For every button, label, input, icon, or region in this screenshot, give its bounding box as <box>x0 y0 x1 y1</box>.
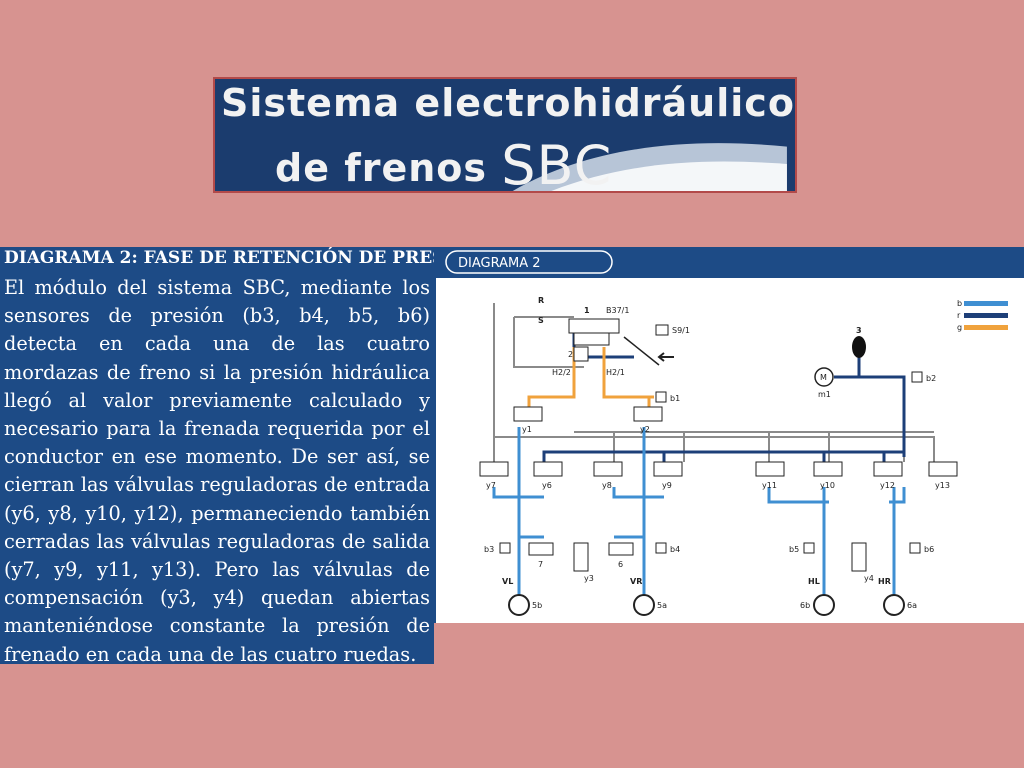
label-y2: y2 <box>640 425 650 434</box>
description-body: El módulo del sistema SBC, mediante los … <box>4 276 430 664</box>
valve-y4 <box>851 542 867 572</box>
banner-swoosh-graphic <box>512 143 787 191</box>
valve-y8 <box>593 461 623 477</box>
diagram-tab-label: DIAGRAMA 2 <box>458 256 541 271</box>
label-3: 3 <box>856 326 862 335</box>
banner-title-line2: de frenos SBC <box>275 131 613 193</box>
valve-y11 <box>755 461 785 477</box>
pump-motor: M <box>814 367 834 387</box>
description-heading: DIAGRAMA 2: FASE DE RETENCIÓN DE PRESIÓN… <box>4 248 434 268</box>
hydraulic-diagram: DIAGRAMA 2 b r g <box>436 250 1024 623</box>
master-cylinder <box>568 318 674 366</box>
label-6a: 6a <box>907 601 917 610</box>
diagram-legend: b r g <box>957 299 1008 332</box>
label-y9: y9 <box>662 481 672 490</box>
legend-swatch-darkblue <box>964 313 1008 318</box>
pressure-sensors <box>499 371 923 554</box>
legend-label-b: b <box>957 299 962 308</box>
wheel-6b <box>813 594 835 616</box>
diagram-tab <box>445 250 613 274</box>
label-5b: 5b <box>532 601 542 610</box>
label-5a: 5a <box>657 601 667 610</box>
description-panel: DIAGRAMA 2: FASE DE RETENCIÓN DE PRESIÓN… <box>0 247 434 664</box>
label-y4: y4 <box>864 574 874 583</box>
title-banner: Sistema electrohidráulico de frenos SBC <box>213 77 797 193</box>
sensor-b5 <box>803 542 815 554</box>
label-1: 1 <box>584 306 590 315</box>
wheel-brakes <box>508 594 905 616</box>
label-y3: y3 <box>584 574 594 583</box>
label-7: 7 <box>538 560 543 569</box>
label-y12: y12 <box>880 481 895 490</box>
sensor-b2 <box>911 371 923 383</box>
diagram-panel: DIAGRAMA 2 b r g <box>434 247 1024 623</box>
label-y6: y6 <box>542 481 552 490</box>
wheel-5b <box>508 594 530 616</box>
valves <box>479 406 958 572</box>
wheel-5a <box>633 594 655 616</box>
valve-y1 <box>513 406 543 422</box>
label-HL: HL <box>808 577 820 586</box>
banner-title-line2-prefix: de frenos <box>275 146 502 190</box>
label-VR: VR <box>630 577 642 586</box>
label-y10: y10 <box>820 481 835 490</box>
label-y1: y1 <box>522 425 532 434</box>
label-R: R <box>538 296 544 305</box>
label-b1: b1 <box>670 394 680 403</box>
label-b4: b4 <box>670 545 680 554</box>
label-HR: HR <box>878 577 891 586</box>
valve-y9 <box>653 461 683 477</box>
label-b6: b6 <box>924 545 934 554</box>
valve-y3 <box>573 542 589 572</box>
label-2: 2 <box>568 350 573 359</box>
label-B37: B37/1 <box>606 306 629 315</box>
wheel-6a <box>883 594 905 616</box>
pump-motor-label: M <box>820 373 827 382</box>
label-m1: m1 <box>818 390 831 399</box>
label-y8: y8 <box>602 481 612 490</box>
label-6: 6 <box>618 560 623 569</box>
master-cylinder-lines <box>527 347 654 407</box>
label-S: S <box>538 316 544 325</box>
valve-y12 <box>873 461 903 477</box>
banner-title-line1: Sistema electrohidráulico <box>221 81 795 125</box>
valve-y10 <box>813 461 843 477</box>
label-H2-1: H2/1 <box>606 368 625 377</box>
label-6b: 6b <box>800 601 810 610</box>
diagram-labels: R S 1 B37/1 S9/1 2 H2/2 H2/1 3 b2 b1 m1 … <box>484 296 950 610</box>
sensor-b4 <box>655 542 667 554</box>
return-lines <box>493 303 935 462</box>
sensor-b3 <box>499 542 511 554</box>
legend-label-g: g <box>957 323 962 332</box>
legend-label-r: r <box>957 311 961 320</box>
legend-swatch-blue <box>964 301 1008 306</box>
label-H2-2: H2/2 <box>552 368 571 377</box>
valve-y2 <box>633 406 663 422</box>
valve-y6 <box>533 461 563 477</box>
label-b2: b2 <box>926 374 936 383</box>
label-y13: y13 <box>935 481 950 490</box>
label-S9: S9/1 <box>672 326 690 335</box>
accumulator <box>852 336 866 358</box>
banner-title-sbc: SBC <box>501 134 613 193</box>
legend-swatch-orange <box>964 325 1008 330</box>
valve-6 <box>608 542 634 556</box>
valve-y13 <box>928 461 958 477</box>
wheel-lines <box>492 427 906 597</box>
label-y11: y11 <box>762 481 777 490</box>
sensor-b6 <box>909 542 921 554</box>
label-y7: y7 <box>486 481 496 490</box>
valve-y7 <box>479 461 509 477</box>
sensor-b1 <box>655 391 667 403</box>
label-VL: VL <box>502 577 513 586</box>
label-b3: b3 <box>484 545 494 554</box>
label-b5: b5 <box>789 545 799 554</box>
valve-7 <box>528 542 554 556</box>
